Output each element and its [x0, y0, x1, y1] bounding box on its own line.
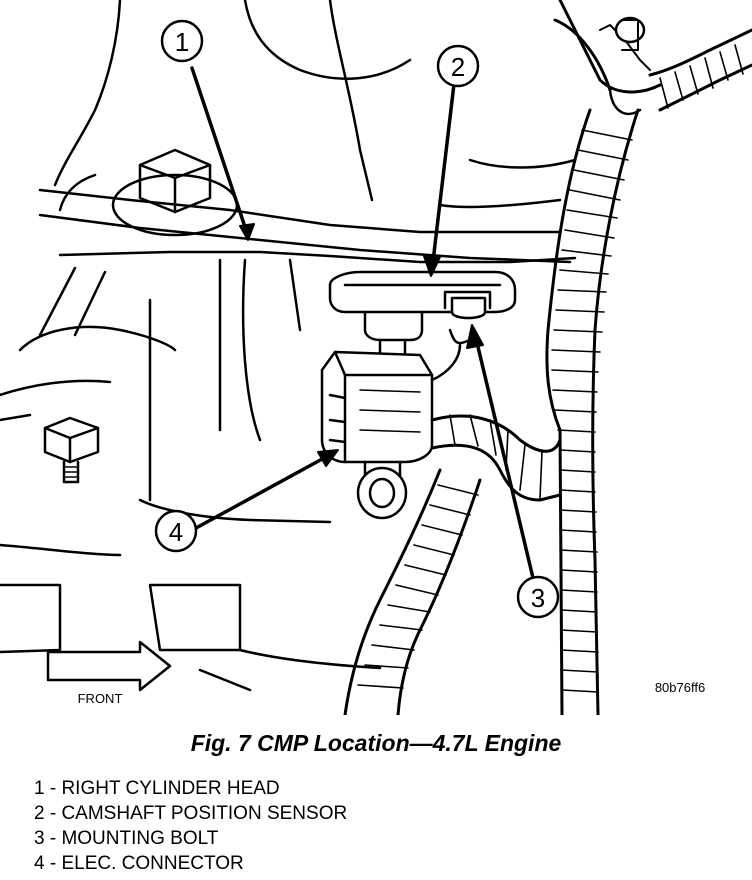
callout-4: 4	[154, 509, 198, 553]
cmp-location-diagram: 1 2 3 4 FRONT 80b76ff6	[0, 0, 752, 715]
callout-3-number: 3	[531, 583, 545, 613]
upper-bolt	[111, 148, 239, 237]
cylinder-head-outline	[38, 0, 577, 264]
callout-1-number: 1	[175, 27, 189, 57]
callout-3: 3	[516, 575, 560, 619]
legend-item: 2 - CAMSHAFT POSITION SENSOR	[34, 803, 348, 824]
front-label: FRONT	[78, 691, 123, 706]
callout-legend: 1 - RIGHT CYLINDER HEAD 2 - CAMSHAFT POS…	[34, 776, 347, 876]
callout-1-leader	[190, 66, 250, 238]
callout-3-leader	[472, 328, 535, 580]
callout-2: 2	[436, 44, 480, 88]
camshaft-position-sensor-drawing	[328, 270, 517, 357]
mounting-bolt-drawing	[443, 290, 492, 345]
image-code: 80b76ff6	[655, 680, 705, 695]
callout-4-number: 4	[169, 517, 183, 547]
callout-2-leader	[430, 82, 456, 272]
front-arrow: FRONT	[46, 640, 172, 706]
callout-2-number: 2	[451, 52, 465, 82]
figure-caption: Fig. 7 CMP Location—4.7L Engine	[190, 730, 562, 756]
legend-item: 3 - MOUNTING BOLT	[34, 828, 219, 849]
engine-block-left	[0, 258, 382, 692]
legend-item: 1 - RIGHT CYLINDER HEAD	[34, 778, 280, 799]
wiring-harness	[343, 0, 752, 715]
legend-item: 4 - ELEC. CONNECTOR	[34, 853, 244, 874]
electrical-connector-drawing	[320, 343, 462, 520]
left-stud-bolt	[43, 416, 100, 484]
callout-1: 1	[160, 19, 204, 63]
callout-4-leader	[194, 450, 337, 530]
leader-arrows	[190, 66, 535, 580]
